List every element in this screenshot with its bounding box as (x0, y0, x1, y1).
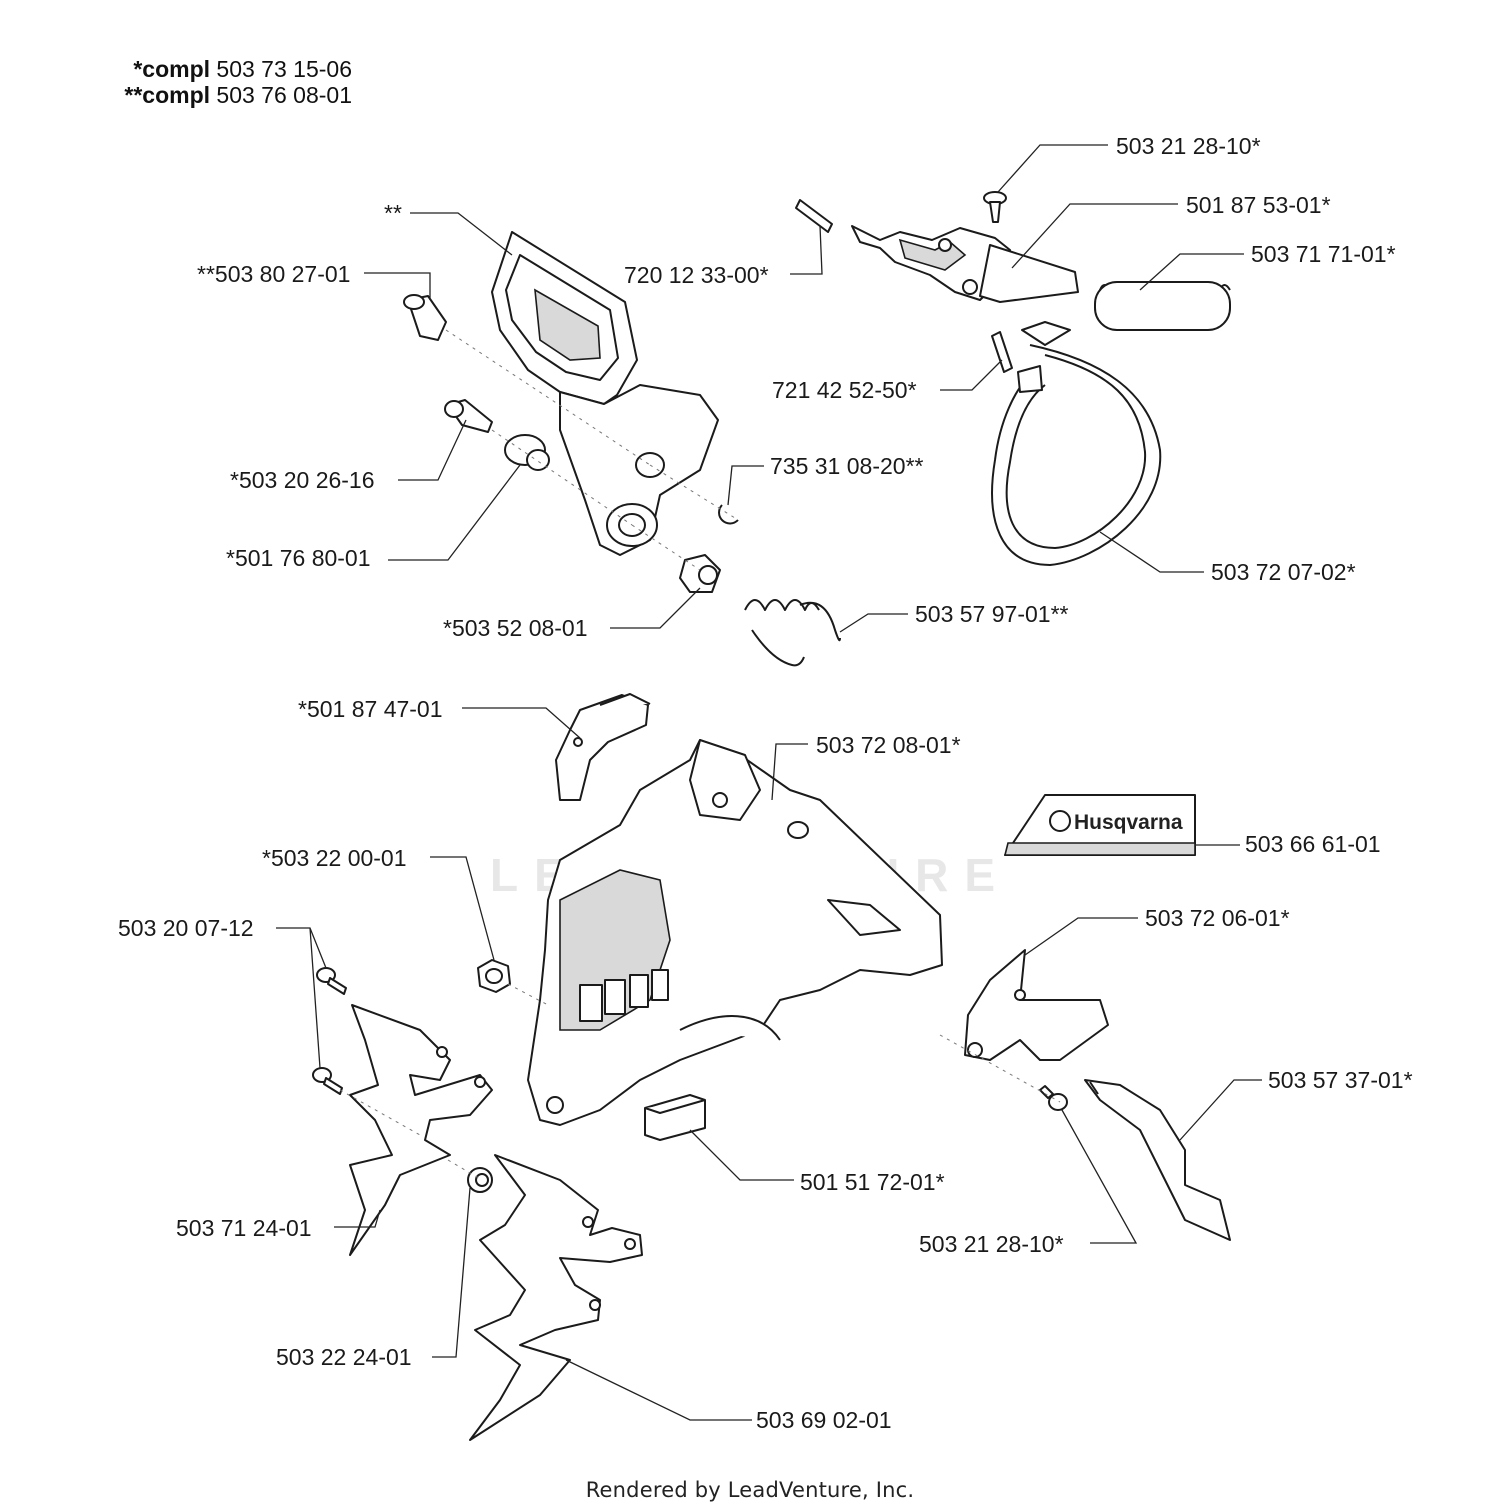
compl-number-2: 503 76 08-01 (216, 82, 352, 108)
brake-band-503-72-07-02-drawing (991, 321, 1162, 566)
circlip-735-31-08-20-drawing (718, 504, 739, 525)
husqvarna-decal-drawing: Husqvarna (1003, 794, 1196, 856)
label-503-57-97-01: 503 57 97-01** (915, 601, 1069, 627)
label-double-asterisk: ** (384, 200, 402, 226)
header-block: *compl 503 73 15-06 **compl 503 76 08-01 (0, 56, 352, 108)
label-503-71-71-01: 503 71 71-01* (1251, 241, 1396, 267)
header-line-2: **compl 503 76 08-01 (0, 82, 352, 108)
bumper-spike-503-71-24-01-drawing (349, 1004, 493, 1256)
spring-503-57-97-01-drawing (744, 599, 841, 667)
compl-prefix-1: *compl (133, 56, 211, 82)
assembly-lines (339, 329, 1061, 1181)
pin-721-42-52-50-drawing (991, 331, 1013, 373)
label-501-76-80-01: *501 76 80-01 (226, 545, 371, 571)
nut-503-22-00-01-drawing (477, 959, 511, 993)
spacer-503-22-24-01-drawing (467, 1167, 493, 1193)
label-503-72-07-02: 503 72 07-02* (1211, 559, 1356, 585)
label-503-57-37-01: 503 57 37-01* (1268, 1067, 1413, 1093)
nut-503-52-08-01-drawing (679, 554, 721, 593)
label-501-51-72-01: 501 51 72-01* (800, 1169, 945, 1195)
label-503-21-28-10-bottom: 503 21 28-10* (919, 1231, 1064, 1257)
label-503-80-27-01: **503 80 27-01 (197, 261, 350, 287)
label-503-72-08-01: 503 72 08-01* (816, 732, 961, 758)
leader-lines (276, 144, 1262, 1421)
husqvarna-logo-text: Husqvarna (1074, 811, 1183, 834)
label-503-20-07-12: 503 20 07-12 (118, 915, 254, 941)
label-501-87-47-01: *501 87 47-01 (298, 696, 443, 722)
footer-credit: Rendered by LeadVenture, Inc. (585, 1478, 915, 1502)
label-503-22-00-01: *503 22 00-01 (262, 845, 407, 871)
header-line-1: *compl 503 73 15-06 (0, 56, 352, 82)
bolt-503-80-27-01-drawing (403, 294, 447, 341)
compl-number-1: 503 73 15-06 (216, 56, 352, 82)
label-503-69-02-01: 503 69 02-01 (756, 1407, 892, 1433)
part-labels: 503 21 28-10* 501 87 53-01* 503 71 71-01… (118, 133, 1413, 1433)
label-720-12-33-00: 720 12 33-00* (624, 262, 769, 288)
plate-503-72-06-01-drawing (964, 949, 1109, 1061)
clutch-cover-drawing (527, 739, 943, 1126)
screw-top-drawing (983, 191, 1007, 223)
screw-503-20-26-16-drawing (444, 399, 493, 433)
brake-lever-drawing (795, 199, 1079, 303)
label-503-21-28-10-top: 503 21 28-10* (1116, 133, 1261, 159)
label-735-31-08-20: 735 31 08-20** (770, 453, 924, 479)
compl-prefix-2: **compl (124, 82, 211, 108)
label-503-52-08-01: *503 52 08-01 (443, 615, 588, 641)
coil-spring-503-71-71-01-drawing (1094, 281, 1231, 331)
label-503-72-06-01: 503 72 06-01* (1145, 905, 1290, 931)
label-501-87-53-01: 501 87 53-01* (1186, 192, 1331, 218)
bumper-spike-503-69-02-01-drawing (469, 1154, 643, 1441)
label-503-20-26-16: *503 20 26-16 (230, 467, 375, 493)
label-503-71-24-01: 503 71 24-01 (176, 1215, 312, 1241)
block-501-51-72-01-drawing (644, 1094, 706, 1141)
label-503-66-61-01: 503 66 61-01 (1245, 831, 1381, 857)
label-503-22-24-01: 503 22 24-01 (276, 1344, 412, 1370)
spacer-501-76-80-01-drawing (504, 434, 550, 471)
clip-501-87-47-01-drawing (555, 693, 651, 801)
chain-guide-503-57-37-01-drawing (1084, 1079, 1231, 1241)
label-721-42-52-50: 721 42 52-50* (772, 377, 917, 403)
